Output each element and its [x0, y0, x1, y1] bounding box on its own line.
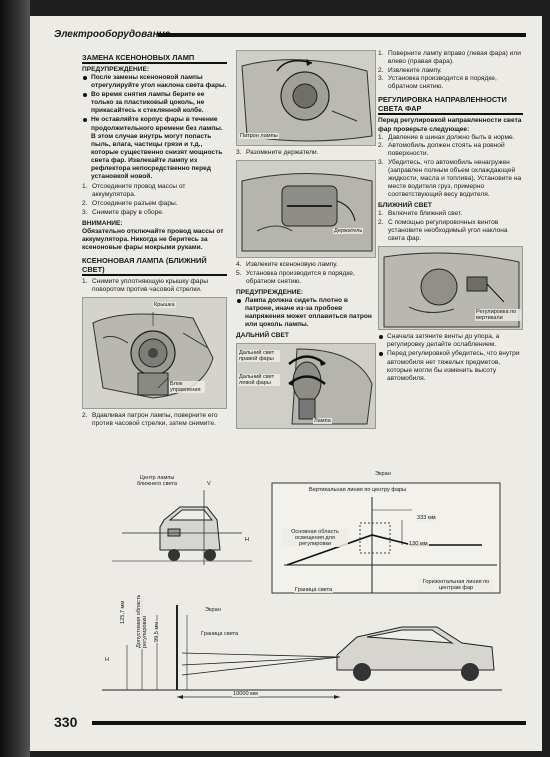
step-item: 1.Отсоедините провод массы от аккумулято… — [82, 183, 186, 199]
figure-label-holder: Держатель — [333, 228, 364, 235]
diagram-label-125-7mm: 125,7 мм — [120, 599, 126, 625]
figure-label-lamp: Лампа — [313, 418, 332, 425]
side-view — [102, 597, 502, 699]
figure-aim-diagram: Экран Центр лампы ближнего света V H Вер… — [82, 465, 514, 705]
diagram-label-boundary: Граница света — [294, 587, 334, 593]
diagram-label-v1: V — [206, 481, 212, 487]
warning-item: Не оставляйте корпус фары в течение прод… — [82, 116, 227, 181]
header-title: Электрооборудование — [54, 29, 171, 40]
column-left: ЗАМЕНА КСЕНОНОВЫХ ЛАМП ПРЕДУПРЕЖДЕНИЕ: П… — [82, 50, 227, 429]
section-title-low-beam: БЛИЖНИЙ СВЕТ — [378, 202, 432, 210]
adjust-intro: Перед регулировкой направленности света … — [378, 117, 522, 133]
step-item: 1.Давление в шинах должно быть в норме. — [378, 133, 515, 141]
figure-label-lamp-socket: Патрон лампы — [239, 133, 279, 139]
diagram-label-10000mm: 10000 мм — [232, 691, 259, 697]
step-item: 2.Отсоедините разъем фары. — [82, 199, 178, 207]
footer-rule — [92, 721, 526, 725]
diagram-label-99-5mm: 99,5 мм — [154, 620, 160, 643]
figure-label-vertical-adjust: Регулировка по вертикали — [475, 309, 521, 322]
attention-text: Обязательно отключайте провод массы от а… — [82, 227, 224, 251]
figure-label-control-block: Блок управления — [169, 381, 205, 394]
diagram-label-130mm: 130 мм — [408, 541, 429, 547]
diagram-label-horizontal-line: Горизонтальная линия по центрам фар — [418, 579, 494, 591]
column-middle: Патрон лампы 3.Разомкните держатели. Дер… — [236, 50, 376, 432]
notes-list: Сначала затяните винты до упора, а регул… — [378, 333, 523, 383]
lamp-holder-illustration — [237, 51, 375, 145]
section-title-beam-adjust: РЕГУЛИРОВКА НАПРАВЛЕННОСТИ СВЕТА ФАР — [378, 95, 523, 116]
steps-list: 1.Поверните лампу вправо (левая фара) ил… — [378, 50, 523, 91]
column-right: 1.Поверните лампу вправо (левая фара) ил… — [378, 50, 523, 384]
note-item: Перед регулировкой убедитесь, что внутри… — [378, 350, 523, 382]
warning-item: После замены ксеноновой лампы отрегулиру… — [82, 74, 227, 90]
headlight-cover-illustration — [83, 298, 226, 409]
warning-label: ПРЕДУПРЕЖДЕНИЕ: — [236, 288, 304, 296]
warning-list: Лампа должна сидеть плотно в патроне, ин… — [236, 297, 376, 329]
figure-label-high-right: Дальний свет правой фары — [238, 350, 280, 363]
steps-list: 1.Давление в шинах должно быть в норме. … — [378, 134, 523, 200]
steps-list: 2.Вдавливая патрон лампы, поверните его … — [82, 412, 227, 428]
figure-lamp-holder: Патрон лампы — [236, 50, 376, 146]
page-number: 330 — [54, 714, 78, 730]
figure-holder: Держатель — [236, 160, 376, 259]
step-item: 2.Вдавливая патрон лампы, поверните его … — [82, 412, 218, 428]
diagram-label-screen-side: Экран — [204, 607, 222, 613]
steps-list: 1.Отсоедините провод массы от аккумулято… — [82, 183, 227, 216]
note-item: Сначала затяните винты до упора, а регул… — [378, 333, 523, 349]
steps-list: 1.Снимите уплотняющую крышку фары поворо… — [82, 278, 227, 294]
diagram-label-low-beam-center: Центр лампы ближнего света — [128, 475, 186, 487]
figure-vertical-adjust: Регулировка по вертикали — [378, 246, 523, 331]
step-item: 4.Извлеките ксеноновую лампу. — [236, 261, 338, 269]
car-front-view — [112, 490, 252, 565]
step-item: 3.Убедитесь, что автомобиль ненагружен (… — [378, 158, 522, 199]
step-item: 1.Поверните лампу вправо (левая фара) ил… — [378, 50, 521, 66]
step-item: 3.Установка производится в порядке, обра… — [378, 75, 497, 91]
section-title-high-beam: ДАЛЬНИЙ СВЕТ — [236, 332, 289, 340]
attention-label: ВНИМАНИЕ: — [82, 219, 123, 227]
diagram-label-main-area: Основная область освещения для регулиров… — [282, 529, 348, 547]
steps-list: 3.Разомкните держатели. — [236, 149, 376, 157]
steps-list: 4.Извлеките ксеноновую лампу. 5.Установк… — [236, 261, 376, 286]
figure-label-high-left: Дальний свет левой фары — [238, 374, 280, 387]
step-item: 2.Извлеките лампу. — [378, 66, 442, 74]
warning-item: Лампа должна сидеть плотно в патроне, ин… — [236, 297, 376, 329]
page-header: Электрооборудование — [54, 28, 526, 42]
diagram-label-screen: Экран — [374, 471, 392, 477]
diagram-label-h1: H — [244, 537, 251, 543]
holder-illustration — [237, 161, 375, 258]
step-item: 2.Автомобиль должен стоять на ровной пов… — [378, 142, 505, 158]
step-item: 1.Включите ближний свет. — [378, 210, 463, 218]
figure-high-beam: Дальний свет правой фары Дальний свет ле… — [236, 343, 376, 430]
warning-label: ПРЕДУПРЕЖДЕНИЕ: — [82, 66, 150, 73]
figure-headlight-cover: Крышка Блок управления — [82, 297, 227, 410]
step-item: 1.Снимите уплотняющую крышку фары поворо… — [82, 277, 208, 293]
step-item: 3.Разомкните держатели. — [236, 149, 319, 156]
diagram-label-allowed-area: Допустимая область регулировки — [136, 589, 148, 649]
book-spine — [0, 0, 30, 757]
header-rule — [158, 33, 526, 37]
diagram-label-h2: H — [104, 657, 111, 663]
page-footer: 330 — [54, 714, 526, 732]
diagram-label-boundary-side: Граница света — [200, 631, 240, 637]
step-item: 2.С помощью регулировочных винтов устано… — [378, 219, 508, 243]
figure-label-cover: Крышка — [153, 302, 176, 309]
diagram-label-333mm: 333 мм — [416, 515, 437, 521]
section-title-xenon-low: КСЕНОНОВАЯ ЛАМПА (БЛИЖНИЙ СВЕТ) — [82, 256, 227, 276]
section-title-xenon-replace: ЗАМЕНА КСЕНОНОВЫХ ЛАМП — [82, 53, 227, 64]
diagram-label-vertical-line: Вертикальная линия по центру фары — [308, 487, 408, 493]
warning-item: Во время снятия лампы берите ее только з… — [82, 91, 227, 115]
steps-list: 1.Включите ближний свет. 2.С помощью рег… — [378, 210, 523, 243]
step-item: 5.Установка производится в порядке, обра… — [236, 269, 355, 285]
warning-list: После замены ксеноновой лампы отрегулиру… — [82, 74, 227, 181]
step-item: 3.Снимите фару в сборе. — [82, 208, 164, 216]
